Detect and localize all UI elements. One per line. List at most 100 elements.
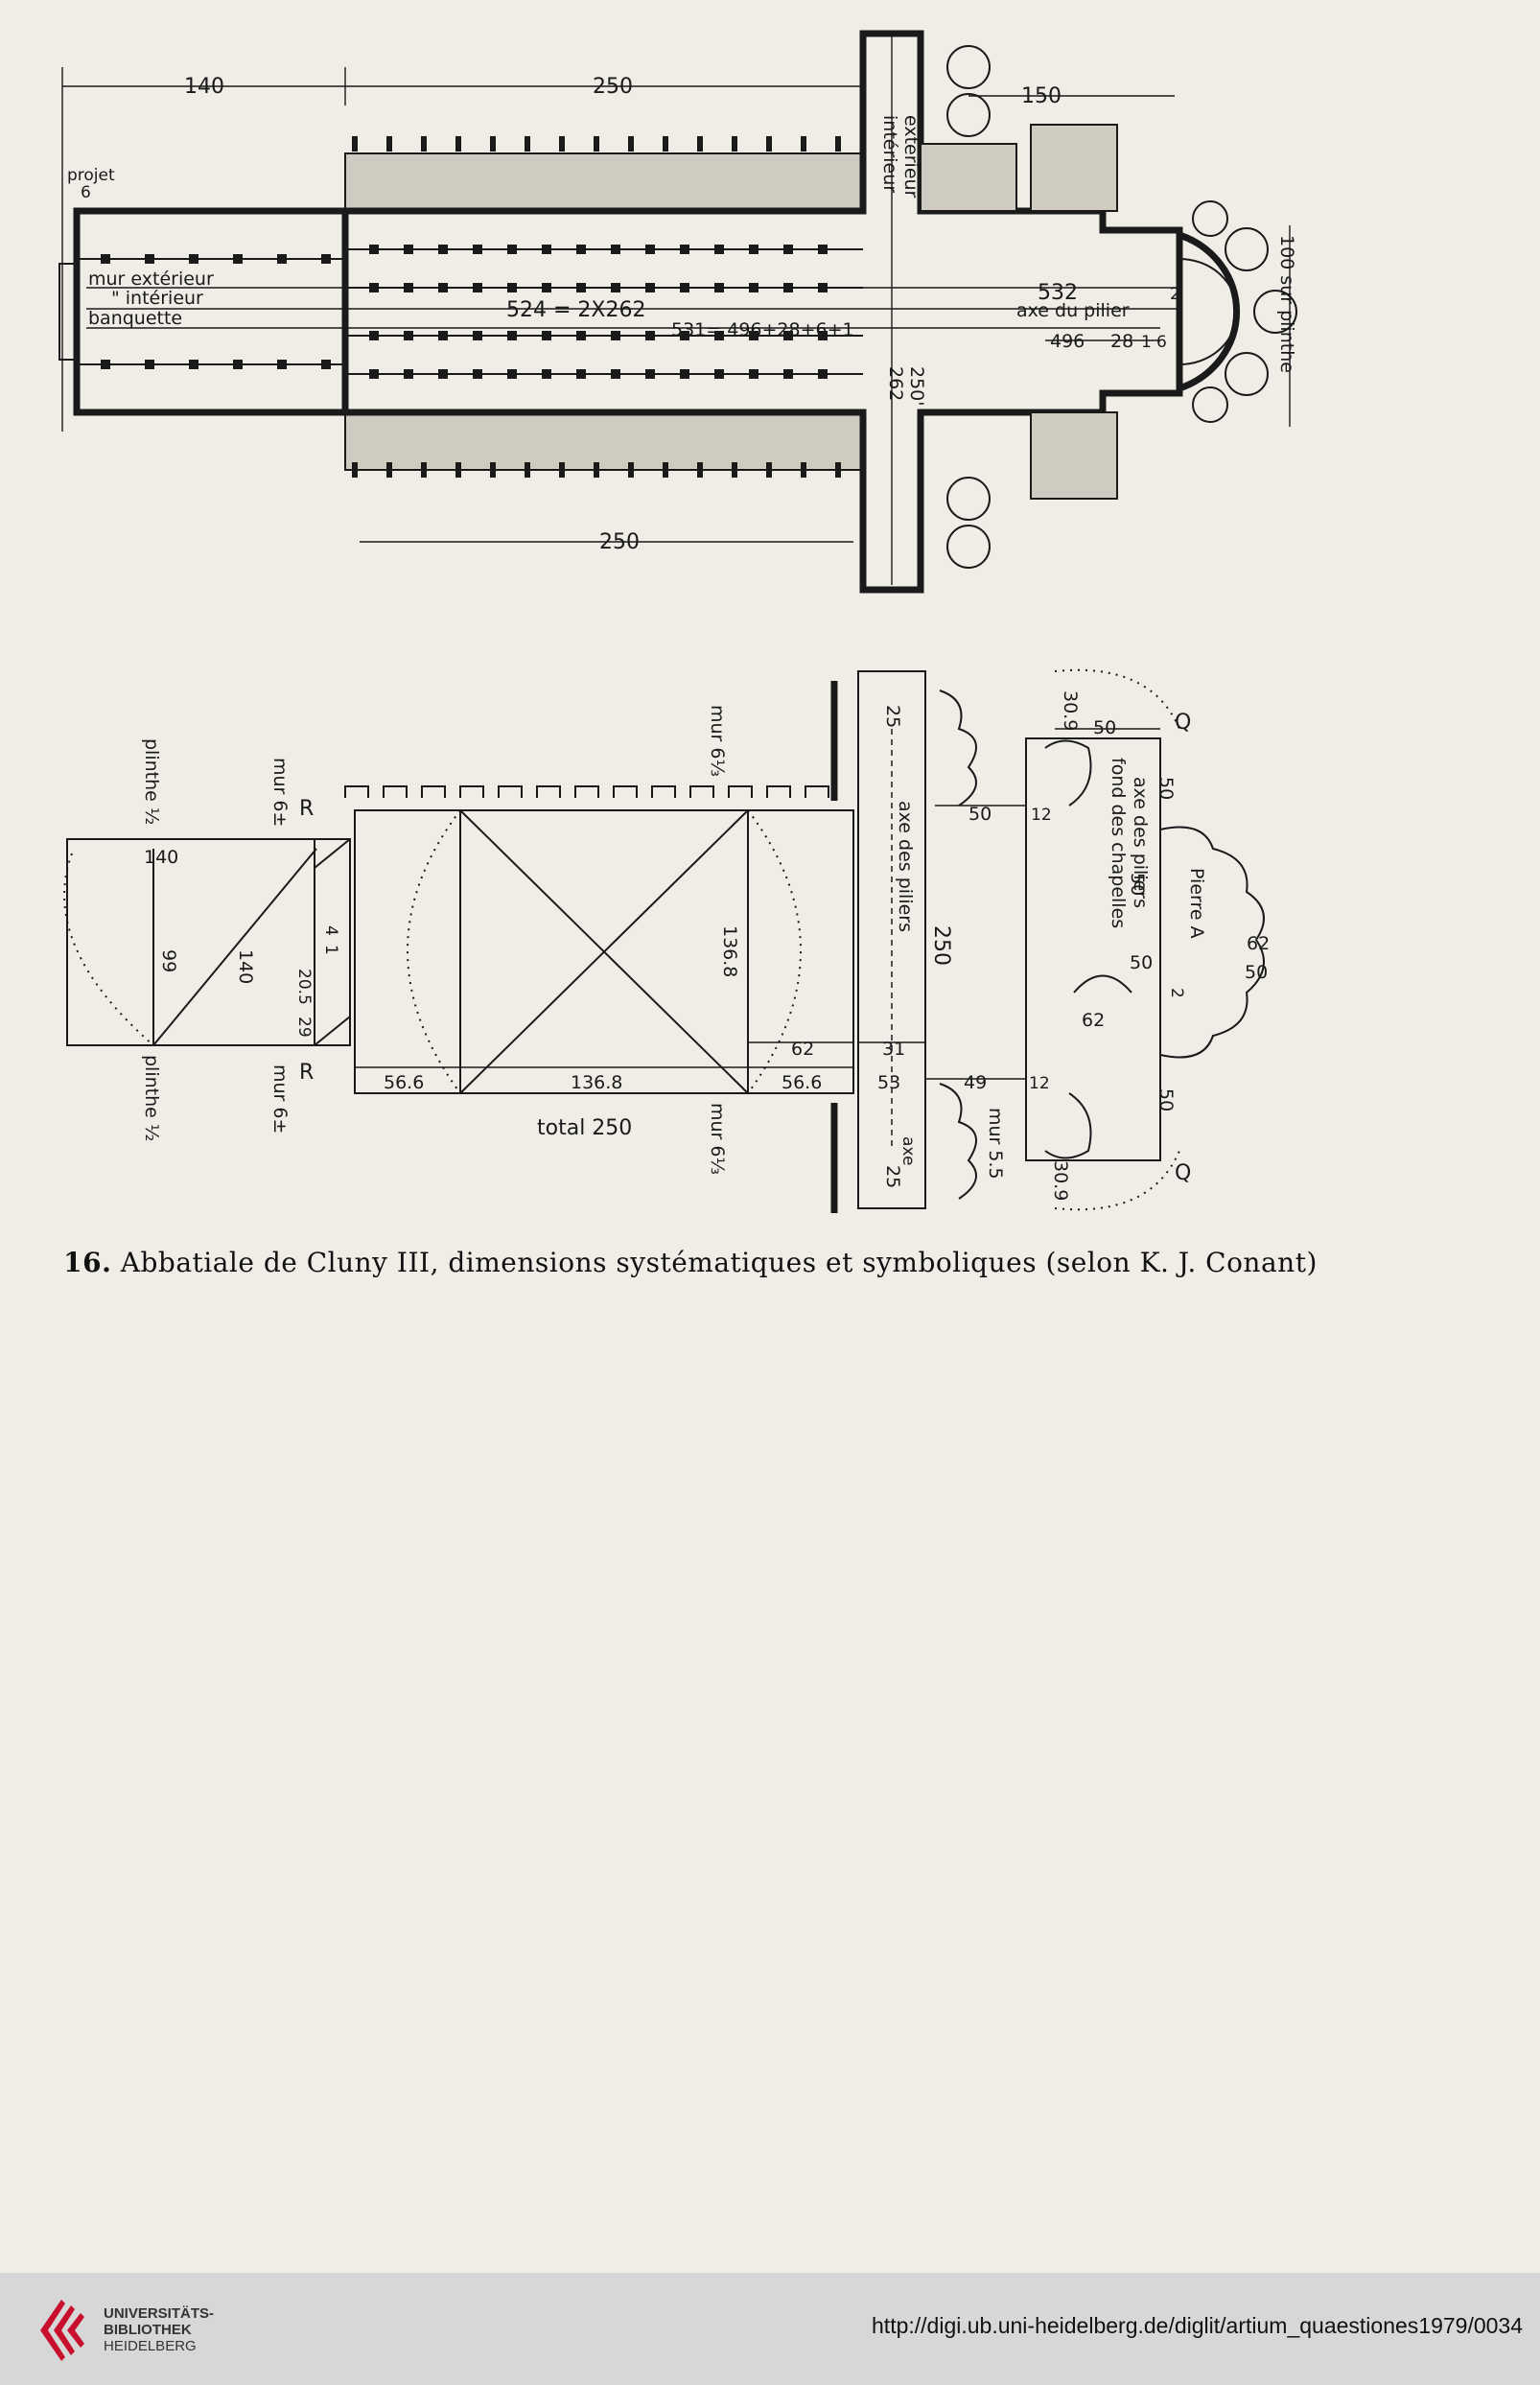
figure-caption: 16. Abbatiale de Cluny III, dimensions s… <box>29 1242 1352 1284</box>
radiating-chapel <box>1225 352 1269 396</box>
dim-140a: 140 <box>144 847 178 868</box>
buttress <box>559 136 565 152</box>
transept-chapel <box>1030 411 1118 500</box>
buttress <box>697 136 703 152</box>
dim-250-vertical: 250 <box>929 925 953 966</box>
dim-29: 29 <box>294 1017 314 1038</box>
dim-2: 2 <box>1167 988 1186 998</box>
buttress <box>663 462 668 478</box>
buttress <box>663 136 668 152</box>
pier <box>749 369 758 379</box>
dim-100-sur-plinthe: 100 sur plinthe <box>1276 235 1297 373</box>
chevet-arc <box>1054 1150 1180 1211</box>
wall-bay <box>651 785 676 798</box>
logo-line-2: BIBLIOTHEK <box>104 2322 192 2338</box>
pier <box>507 369 517 379</box>
pier <box>714 245 724 254</box>
label-mur-6b: mur 6± <box>269 1064 291 1134</box>
floor-plans-figure: 140 250 150 250 100 sur plinthe 524 = 2X… <box>58 30 1297 1213</box>
buttress <box>732 462 737 478</box>
narthex-rect <box>66 838 351 1046</box>
dim-20-5: 20.5 <box>294 969 314 1005</box>
pier <box>189 254 198 264</box>
buttress <box>525 136 530 152</box>
pier <box>369 331 379 340</box>
dim-532: 532 <box>1038 281 1078 305</box>
pier <box>680 369 689 379</box>
label-Q-top: Q <box>1175 711 1191 735</box>
label-axe-du-pilier: axe du pilier <box>1016 300 1130 321</box>
dim-6: 6 <box>1156 333 1167 352</box>
nave-piers <box>101 245 828 379</box>
buttress <box>386 462 392 478</box>
pier <box>369 245 379 254</box>
pier <box>783 369 793 379</box>
narthex-wall-strip <box>314 838 351 1046</box>
buttress <box>421 462 427 478</box>
label-R-top: R <box>299 797 314 821</box>
buttress <box>594 462 599 478</box>
nave-arc <box>747 809 802 1094</box>
chapel-outline <box>1044 1092 1092 1159</box>
pier <box>189 360 198 369</box>
label-mur-6a: mur 6± <box>269 758 291 827</box>
wall-bay <box>728 785 753 798</box>
dim-25a: 25 <box>882 705 903 728</box>
buttress <box>801 462 806 478</box>
caption-number: 16. <box>63 1247 112 1278</box>
pier <box>576 369 586 379</box>
label-plinthe-b: plinthe ½ <box>141 1055 162 1141</box>
pier <box>783 331 793 340</box>
buttress <box>352 462 358 478</box>
pier <box>645 245 655 254</box>
dim-12a: 12 <box>1031 806 1052 825</box>
pier <box>233 360 243 369</box>
buttress <box>628 136 634 152</box>
dim-62b: 62 <box>1247 933 1270 954</box>
label-mur-5-5: mur 5.5 <box>985 1108 1006 1180</box>
wall-bay <box>574 785 599 798</box>
dim-53: 53 <box>877 1072 900 1093</box>
pier <box>645 331 655 340</box>
dim-62a: 62 <box>791 1039 814 1060</box>
logo-line-1: UNIVERSITÄTS- <box>104 2305 215 2322</box>
pier <box>101 360 110 369</box>
caption-text: Abbatiale de Cluny III, dimensions systé… <box>120 1247 1318 1278</box>
buttress <box>835 462 841 478</box>
source-url-link[interactable]: http://digi.ub.uni-heidelberg.de/diglit/… <box>872 2313 1523 2338</box>
dim-4: 4 <box>321 925 340 936</box>
radiating-chapel <box>1225 227 1269 271</box>
library-logo-text: UNIVERSITÄTS- BIBLIOTHEK HEIDELBERG <box>104 2305 214 2354</box>
dim-50d: 50 <box>1127 873 1148 896</box>
apse-chapel-outline <box>1159 826 1265 1059</box>
wall-bay <box>689 785 714 798</box>
pier <box>749 245 758 254</box>
radiating-chapel <box>1253 290 1297 334</box>
dim-25b: 25 <box>882 1165 903 1188</box>
dim-2: 2 <box>1170 285 1180 304</box>
pier <box>611 245 620 254</box>
outer-wall <box>73 30 1183 594</box>
label-pierre-a: Pierre A <box>1186 868 1207 939</box>
chevet-rect <box>1025 737 1161 1161</box>
cross-line <box>314 1016 351 1046</box>
north-outer-aisle <box>344 152 864 212</box>
wall-bay <box>421 785 446 798</box>
dim-50b: 50 <box>1093 717 1116 738</box>
label-projet-value: 6 <box>81 183 91 202</box>
dim-140b: 140 <box>235 949 256 984</box>
pier <box>542 369 551 379</box>
pier <box>645 369 655 379</box>
buttress <box>525 462 530 478</box>
transept-chapel <box>920 143 1017 212</box>
dim-50a: 50 <box>968 804 992 825</box>
buttress <box>732 136 737 152</box>
transept-apse-outline <box>939 1083 977 1200</box>
dim-1: 1 <box>1141 333 1152 352</box>
label-R-bottom: R <box>299 1061 314 1085</box>
pier <box>473 331 482 340</box>
buttress <box>697 462 703 478</box>
top-plan: 140 250 150 250 100 sur plinthe 524 = 2X… <box>58 30 1297 594</box>
pier <box>233 254 243 264</box>
transept-apse <box>946 93 991 137</box>
